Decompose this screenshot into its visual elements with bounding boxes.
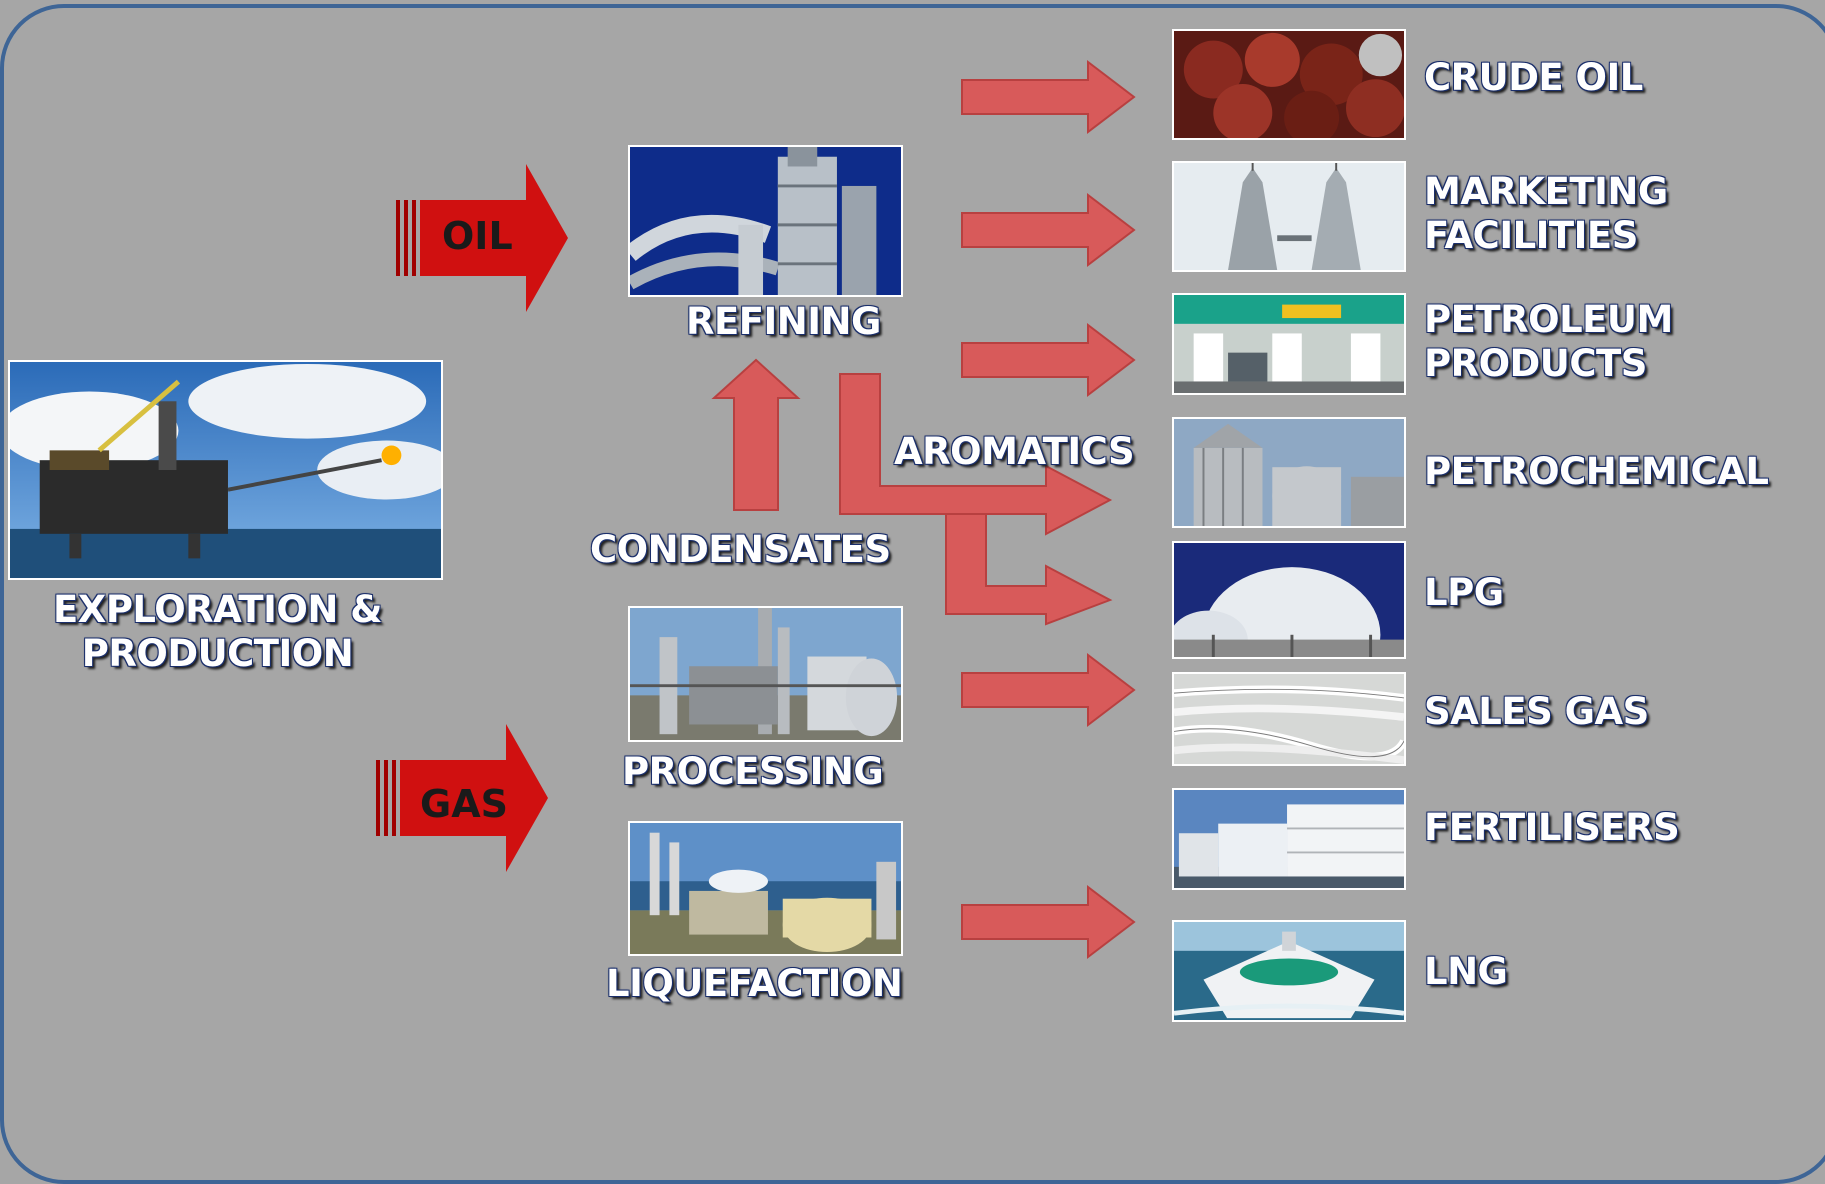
marketing-facilities-image	[1172, 161, 1406, 272]
gas-processing-image	[628, 606, 903, 742]
aromatics-label: AROMATICS	[894, 430, 1135, 473]
sales-gas-pipeline-image	[1172, 672, 1406, 766]
arrow-to-marketing	[961, 192, 1136, 268]
petroleum-products-label: PETROLEUM PRODUCTS	[1424, 298, 1673, 385]
products-line: PRODUCTS	[1424, 341, 1647, 385]
diagram-stage: EXPLORATION & PRODUCTION OIL GAS REFININ	[0, 4, 1825, 1184]
lpg-label: LPG	[1424, 571, 1504, 614]
processing-label: PROCESSING	[622, 750, 884, 793]
arrow-to-sales-gas	[961, 652, 1136, 728]
refinery-image	[628, 145, 903, 297]
condensates-label: CONDENSATES	[590, 528, 891, 571]
gas-feed-arrow	[376, 724, 548, 872]
arrow-to-lng	[961, 884, 1136, 960]
crude-oil-image	[1172, 29, 1406, 140]
liquefaction-label: LIQUEFACTION	[606, 962, 903, 1005]
petroleum-line: PETROLEUM	[1424, 298, 1673, 341]
production-line: PRODUCTION	[81, 631, 354, 675]
petroleum-station-image	[1172, 293, 1406, 395]
exploration-line: EXPLORATION &	[53, 588, 382, 631]
refining-label: REFINING	[686, 300, 881, 343]
facilities-line: FACILITIES	[1424, 213, 1638, 257]
oil-arrow-label: OIL	[442, 214, 513, 258]
arrow-to-petroleum	[961, 322, 1136, 398]
petrochemical-image	[1172, 417, 1406, 528]
rounded-frame	[0, 4, 1825, 1184]
sales-gas-label: SALES GAS	[1424, 690, 1649, 733]
gas-arrow-label: GAS	[420, 782, 508, 826]
fertilisers-tanks-image	[1172, 788, 1406, 890]
lpg-sphere-image	[1172, 541, 1406, 659]
condensates-up-arrow	[711, 358, 801, 511]
fertilisers-label: FERTILISERS	[1424, 806, 1680, 849]
liquefaction-plant-image	[628, 821, 903, 956]
lng-label: LNG	[1424, 950, 1508, 993]
petrochemical-label: PETROCHEMICAL	[1424, 450, 1769, 493]
arrow-to-crude-oil	[961, 59, 1136, 135]
crude-oil-label: CRUDE OIL	[1424, 56, 1643, 99]
exploration-production-label: EXPLORATION & PRODUCTION	[40, 588, 395, 675]
marketing-facilities-label: MARKETING FACILITIES	[1424, 170, 1668, 257]
aromatics-branch-arrow	[839, 373, 1113, 626]
offshore-platform-image	[8, 360, 443, 580]
marketing-line: MARKETING	[1424, 170, 1668, 213]
lng-tanker-image	[1172, 920, 1406, 1022]
oil-feed-arrow	[396, 164, 568, 312]
